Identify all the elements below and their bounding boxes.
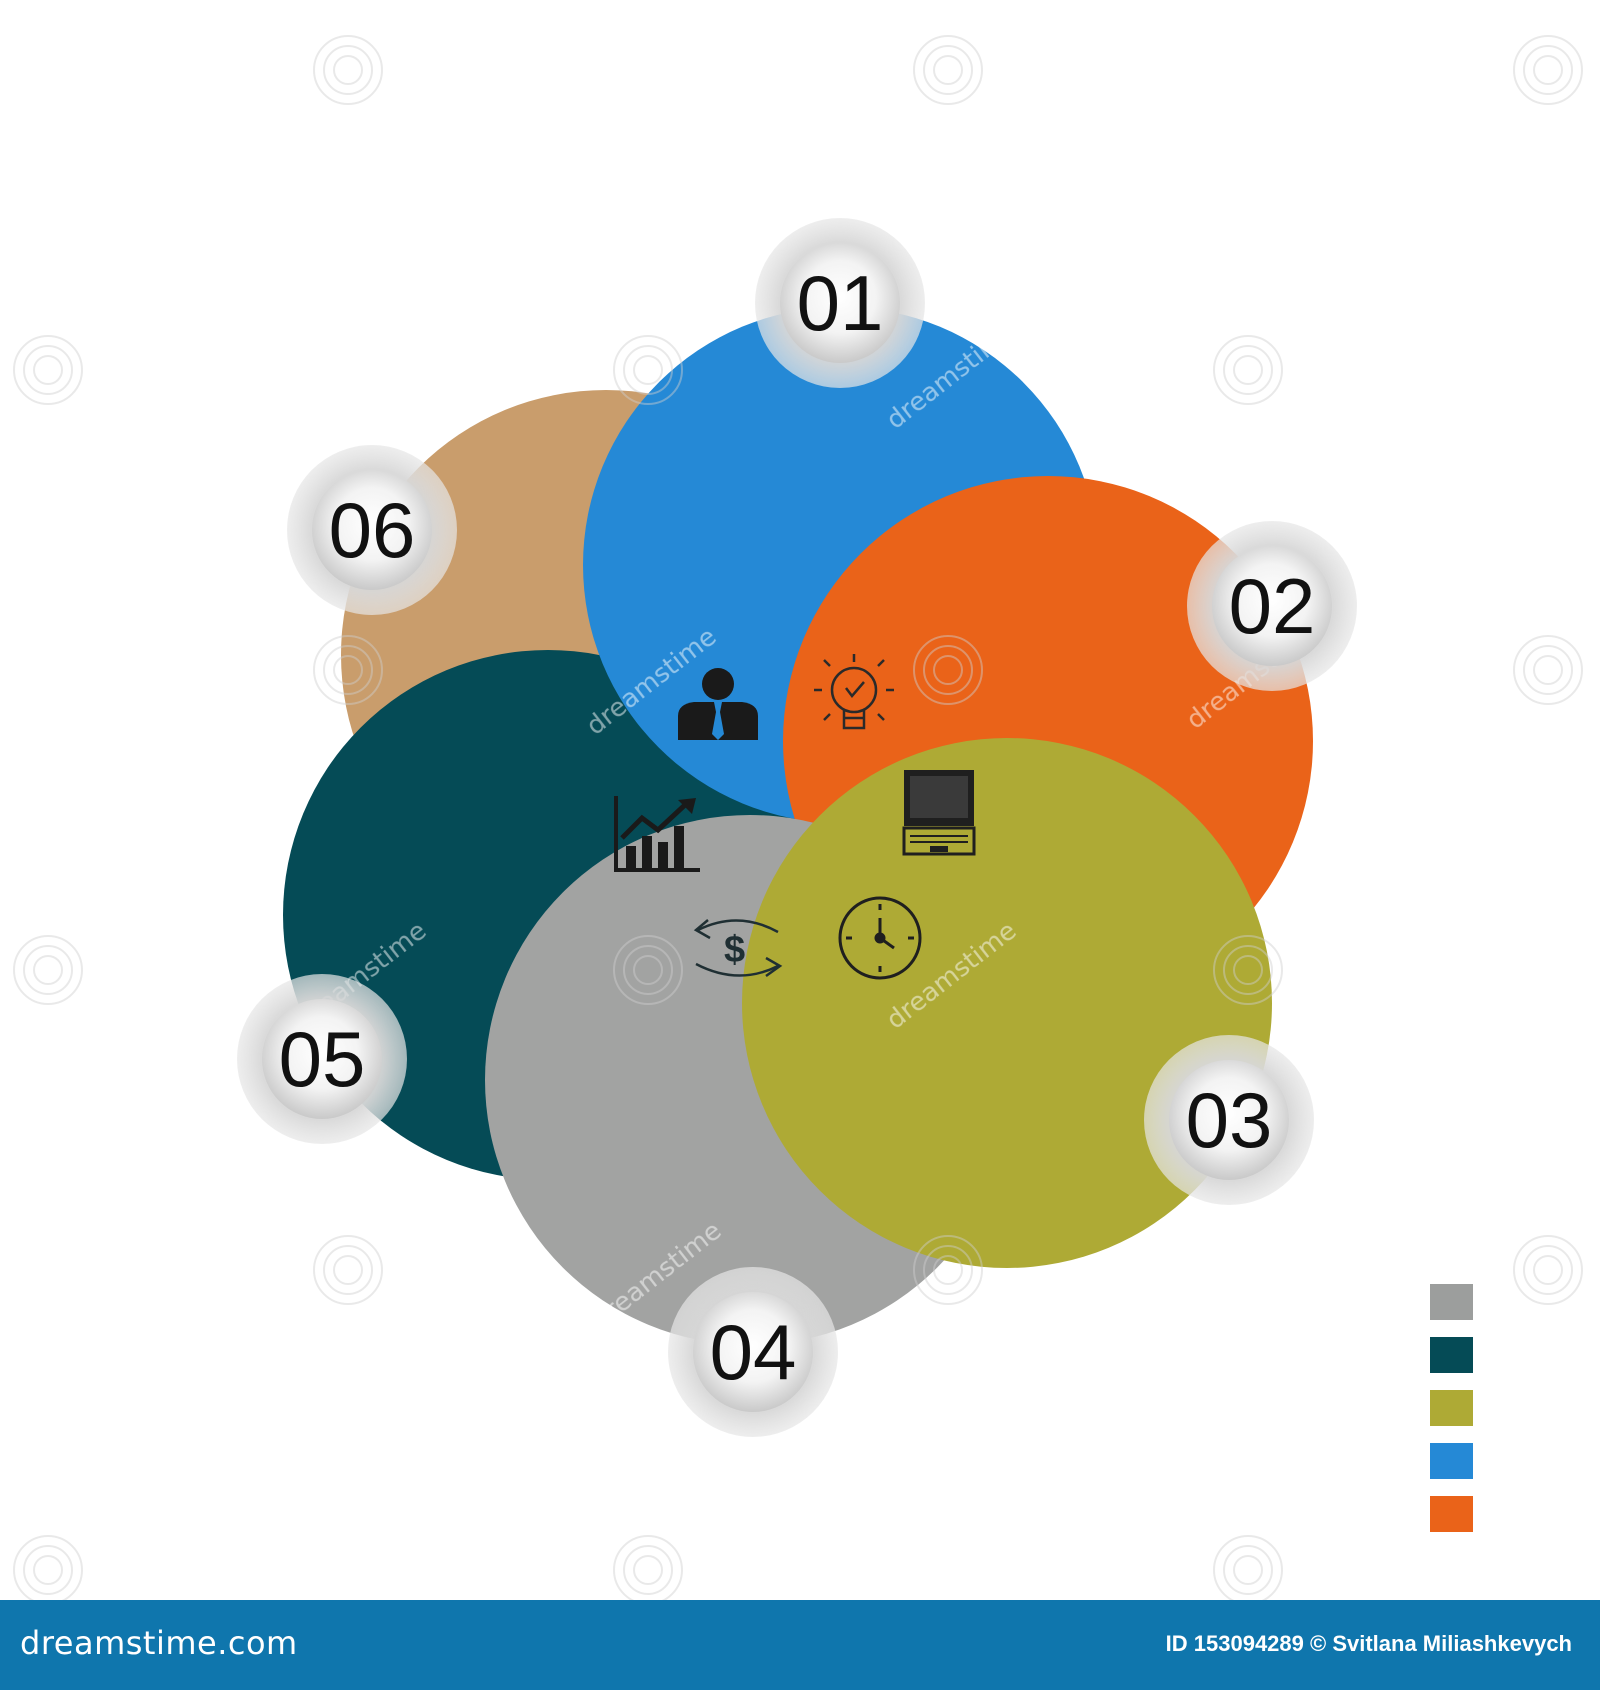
businessman-icon xyxy=(678,668,758,740)
watermark-spiral-icon xyxy=(1213,935,1283,1005)
legend-swatch-1 xyxy=(1430,1284,1473,1320)
watermark-spiral-icon xyxy=(913,35,983,105)
watermark-spiral-icon xyxy=(1513,35,1583,105)
money-exchange-icon: $ xyxy=(693,919,783,978)
legend-swatch-5 xyxy=(1430,1496,1473,1532)
watermark-spiral-icon xyxy=(13,1535,83,1600)
step-badge-01: 01 xyxy=(755,218,925,388)
watermark-spiral-icon xyxy=(613,935,683,1005)
laptop-icon xyxy=(902,770,976,856)
watermark-spiral-icon xyxy=(1213,1535,1283,1600)
step-number: 04 xyxy=(710,1308,797,1396)
badge-ball xyxy=(780,243,900,363)
step-badge-04: 04 xyxy=(668,1267,838,1437)
watermark-spiral-icon xyxy=(1513,635,1583,705)
step-number: 03 xyxy=(1186,1076,1273,1164)
watermark-layer xyxy=(13,35,1583,1600)
watermark-spiral-icon xyxy=(313,1235,383,1305)
watermark-spiral-icon xyxy=(613,335,683,405)
step-number: 05 xyxy=(279,1015,366,1103)
watermark-spiral-icon xyxy=(1513,1235,1583,1305)
step-number: 02 xyxy=(1229,562,1316,650)
infographic-diagram: $ dreamstime dreamstime dreamstime dream… xyxy=(13,35,1583,1600)
badge-ball xyxy=(262,999,382,1119)
watermark-spiral-icon xyxy=(313,35,383,105)
circle-step-03 xyxy=(742,738,1272,1268)
legend-swatch-2 xyxy=(1430,1337,1473,1373)
watermark-spiral-icon xyxy=(13,935,83,1005)
badge-ball xyxy=(1169,1060,1289,1180)
clock-icon xyxy=(838,896,922,980)
step-badge-06: 06 xyxy=(287,445,457,615)
footer-credit: ID 153094289 © Svitlana Miliashkevych xyxy=(1165,1631,1572,1656)
lightbulb-icon xyxy=(814,654,894,730)
badge-ball xyxy=(312,470,432,590)
footer-bar: dreamstime.com ID 153094289 © Svitlana M… xyxy=(0,1600,1600,1690)
watermark-spiral-icon xyxy=(13,335,83,405)
step-badge-02: 02 xyxy=(1187,521,1357,691)
footer-site[interactable]: dreamstime.com xyxy=(20,1624,298,1662)
watermark-spiral-icon xyxy=(313,635,383,705)
growth-chart-icon xyxy=(614,796,700,872)
svg-text:$: $ xyxy=(724,929,745,971)
watermark-spiral-icon xyxy=(613,1535,683,1600)
watermark-spiral-icon xyxy=(913,635,983,705)
watermark-spiral-icon xyxy=(913,1235,983,1305)
step-badge-05: 05 xyxy=(237,974,407,1144)
badge-ball xyxy=(693,1292,813,1412)
watermark-spiral-icon xyxy=(1213,335,1283,405)
badge-ball xyxy=(1212,546,1332,666)
legend-swatch-4 xyxy=(1430,1443,1473,1479)
step-number: 06 xyxy=(329,486,416,574)
step-number: 01 xyxy=(797,259,884,347)
step-badge-03: 03 xyxy=(1144,1035,1314,1205)
legend-swatch-3 xyxy=(1430,1390,1473,1426)
